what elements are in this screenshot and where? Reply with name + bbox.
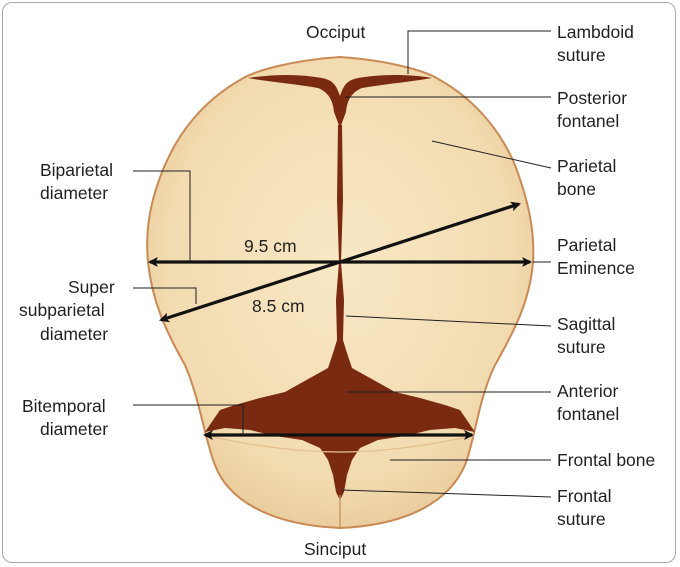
- label-lambdoid-suture-1: Lambdoid: [557, 22, 634, 42]
- label-parietal-eminence-1: Parietal: [557, 235, 616, 255]
- label-bitemporal-diameter-2: diameter: [40, 419, 108, 439]
- label-super-subparietal-2: subparietal: [19, 300, 105, 320]
- label-parietal-bone-1: Parietal: [557, 156, 616, 176]
- label-sagittal-suture-1: Sagittal: [557, 314, 615, 334]
- label-frontal-suture-2: suture: [557, 509, 606, 529]
- super-subparietal-measurement: 8.5 cm: [252, 296, 305, 316]
- label-super-subparietal-1: Super: [68, 277, 115, 297]
- label-posterior-fontanel-2: fontanel: [557, 111, 619, 131]
- biparietal-measurement: 9.5 cm: [244, 236, 297, 256]
- label-frontal-suture-1: Frontal: [557, 486, 611, 506]
- label-anterior-fontanel-1: Anterior: [557, 381, 618, 401]
- label-sinciput: Sinciput: [304, 539, 366, 559]
- label-biparietal-diameter-2: diameter: [40, 183, 108, 203]
- label-sagittal-suture-2: suture: [557, 337, 606, 357]
- label-occiput: Occiput: [306, 22, 365, 42]
- label-lambdoid-suture-2: suture: [557, 45, 606, 65]
- label-super-subparietal-3: diameter: [40, 324, 108, 344]
- label-biparietal-diameter-1: Biparietal: [40, 160, 113, 180]
- leader-lambdoid-suture: [408, 31, 551, 74]
- label-frontal-bone: Frontal bone: [557, 450, 655, 470]
- label-posterior-fontanel-1: Posterior: [557, 88, 627, 108]
- label-parietal-bone-2: bone: [557, 179, 596, 199]
- label-parietal-eminence-2: Eminence: [557, 258, 635, 278]
- label-bitemporal-diameter-1: Bitemporal: [22, 396, 106, 416]
- label-anterior-fontanel-2: fontanel: [557, 404, 619, 424]
